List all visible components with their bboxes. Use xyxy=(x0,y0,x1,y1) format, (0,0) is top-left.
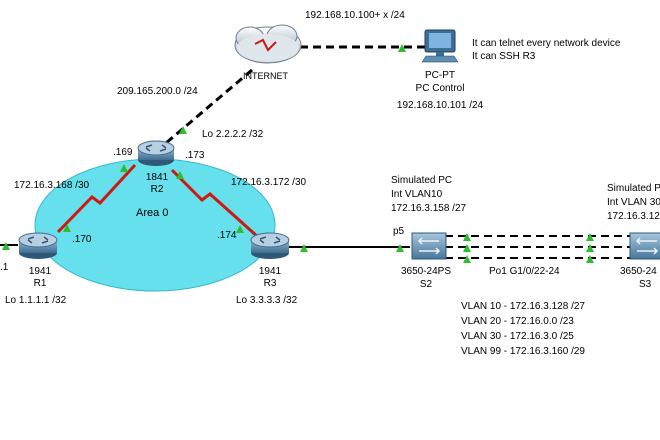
s3-svi-line1: Simulated P xyxy=(607,183,660,194)
link-up-indicator xyxy=(398,44,406,52)
s3-name-label: S3 xyxy=(639,279,652,290)
router-r3-icon[interactable] xyxy=(250,232,290,259)
link-up-indicator xyxy=(120,164,128,172)
s2-svi-line1: Simulated PC xyxy=(391,175,453,186)
link-up-indicator xyxy=(179,126,187,134)
link-r1-r2-label: 172.16.3.168 /30 xyxy=(14,180,90,191)
wan-subnet-label: 209.165.200.0 /24 xyxy=(117,86,198,97)
s3-svi-line3: 172.16.3.12 xyxy=(607,211,660,222)
link-r2-r3-serial xyxy=(170,168,260,239)
s2-model-label: 3650-24PS xyxy=(400,266,452,277)
r2-model-label: 1841 xyxy=(145,172,169,183)
link-up-indicator xyxy=(586,255,594,263)
pc-icon[interactable] xyxy=(421,29,459,63)
link-up-indicator xyxy=(586,244,594,252)
link-up-indicator xyxy=(396,244,404,252)
link-up-indicator xyxy=(176,171,184,179)
r1-loopback-label: Lo 1.1.1.1 /32 xyxy=(5,295,67,306)
switch-s2-icon[interactable] xyxy=(411,232,447,260)
link-r1-r2-serial xyxy=(56,163,137,234)
internet-cloud-icon[interactable] xyxy=(234,24,302,64)
pc-name-label: PC Control xyxy=(415,83,465,94)
pc-type-label: PC-PT xyxy=(425,70,455,81)
switch-s3-icon[interactable] xyxy=(629,232,660,260)
r3-model-label: 1941 xyxy=(258,266,282,277)
link-up-indicator xyxy=(463,244,471,252)
area-label: Area 0 xyxy=(136,207,169,219)
link-internet-r2 xyxy=(165,68,253,145)
lan-subnet-label: 192.168.10.100+ x /24 xyxy=(305,10,405,21)
s3-svi-line2: Int VLAN 30 xyxy=(607,197,660,208)
r3-if-label: .174 xyxy=(217,230,237,241)
r2-if-right-label: .173 xyxy=(185,150,205,161)
link-r2-r3-label: 172.16.3.172 /30 xyxy=(231,177,307,188)
link-up-indicator xyxy=(2,242,10,250)
link-up-indicator xyxy=(463,233,471,241)
r2-if-left-label: .169 xyxy=(113,147,133,158)
vlan-list-item: VLAN 20 - 172.16.0.0 /23 xyxy=(461,316,574,327)
r1-name-label: R1 xyxy=(33,278,47,289)
s2-name-label: S2 xyxy=(419,279,433,290)
r1-if-label: .170 xyxy=(72,234,92,245)
pc-ip-label: 192.168.10.101 /24 xyxy=(396,100,484,111)
router-r1-icon[interactable] xyxy=(18,232,58,259)
r1-if-left-label: .1 xyxy=(0,262,9,273)
vlan-list-item: VLAN 30 - 172.16.3.0 /25 xyxy=(461,331,574,342)
s2-svi-line2: Int VLAN10 xyxy=(391,189,443,200)
link-up-indicator xyxy=(300,244,308,252)
link-up-indicator xyxy=(63,224,71,232)
s2-svi-line3: 172.16.3.158 /27 xyxy=(391,203,467,214)
vlan-list-item: VLAN 99 - 172.16.3.160 /29 xyxy=(461,346,585,357)
r2-name-label: R2 xyxy=(150,184,164,195)
portchannel-label: Po1 G1/0/22-24 xyxy=(489,266,560,277)
r3-name-label: R3 xyxy=(263,278,277,289)
r3-loopback-label: Lo 3.3.3.3 /32 xyxy=(236,295,298,306)
s2-port-label: p5 xyxy=(393,226,405,237)
link-up-indicator xyxy=(463,255,471,263)
pc-note-line1: It can telnet every network device xyxy=(472,38,621,49)
s3-model-label: 3650-24 xyxy=(620,266,657,277)
vlan-list-item: VLAN 10 - 172.16.3.128 /27 xyxy=(461,301,585,312)
link-up-indicator xyxy=(586,233,594,241)
link-up-indicator xyxy=(236,225,244,233)
link-status-indicators xyxy=(2,44,594,263)
internet-label: INTERNET xyxy=(243,71,288,81)
r1-model-label: 1941 xyxy=(28,266,52,277)
r2-loopback-label: Lo 2.2.2.2 /32 xyxy=(202,129,264,140)
pc-note-line2: It can SSH R3 xyxy=(472,51,536,62)
router-r2-icon[interactable] xyxy=(137,140,175,166)
